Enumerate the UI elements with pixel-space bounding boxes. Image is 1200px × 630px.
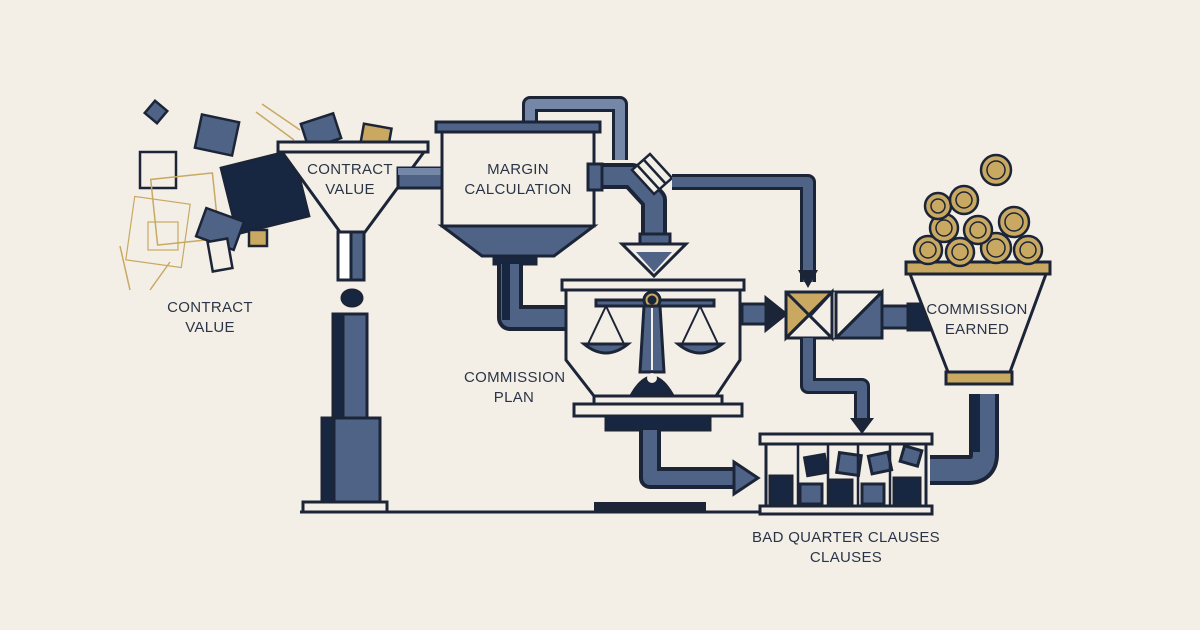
earned-label-line-2: EARNED [944, 321, 1010, 338]
bad-quarter-clauses-bin [758, 432, 934, 516]
earned-label-line-1: COMMISSION [926, 301, 1028, 318]
dispensing-funnel [618, 232, 690, 279]
plan-label-line-2: PLAN [493, 389, 535, 406]
contract-value-hopper [276, 140, 430, 308]
scattered-contract-blocks [119, 98, 393, 291]
connector-to-earned [880, 302, 934, 332]
arrow-plan-to-junction [740, 294, 789, 334]
margin-label-line-1: MARGIN [487, 161, 549, 178]
plan-base [594, 502, 706, 512]
pipe-valve [630, 152, 674, 196]
hopper-label-line-1: CONTRACT [307, 161, 393, 178]
junction-boxes [784, 288, 884, 342]
margin-calculation-tank [434, 120, 602, 266]
pipe-hopper-to-margin [396, 166, 444, 190]
hopper-label: CONTRACT VALUE [300, 160, 400, 200]
contract-value-label-line-1: CONTRACT [167, 299, 253, 316]
contract-value-label-line-2: VALUE [185, 319, 235, 336]
pipe-to-junction [672, 174, 816, 282]
bad-quarter-clauses-label: BAD QUARTER CLAUSES CLAUSES [740, 528, 952, 568]
clauses-label-line-1: BAD QUARTER CLAUSES [752, 529, 940, 546]
hopper-pedestal [301, 312, 389, 514]
margin-calculation-label: MARGIN CALCULATION [444, 160, 592, 200]
plan-label-line-1: COMMISSION [464, 369, 566, 386]
clauses-label-line-2: CLAUSES [809, 549, 883, 566]
contract-value-label: CONTRACT VALUE [160, 298, 260, 338]
commission-earned-hopper [904, 260, 1052, 386]
margin-label-line-2: CALCULATION [464, 181, 572, 198]
pipe-plan-to-bin [639, 430, 736, 489]
commission-plan-machine [560, 278, 746, 432]
coins-pile [912, 153, 1044, 268]
pipe-junction-to-bin [800, 338, 870, 420]
hopper-label-line-2: VALUE [325, 181, 375, 198]
commission-plan-label: COMMISSION PLAN [464, 368, 566, 408]
commission-earned-label: COMMISSION EARNED [918, 300, 1036, 340]
